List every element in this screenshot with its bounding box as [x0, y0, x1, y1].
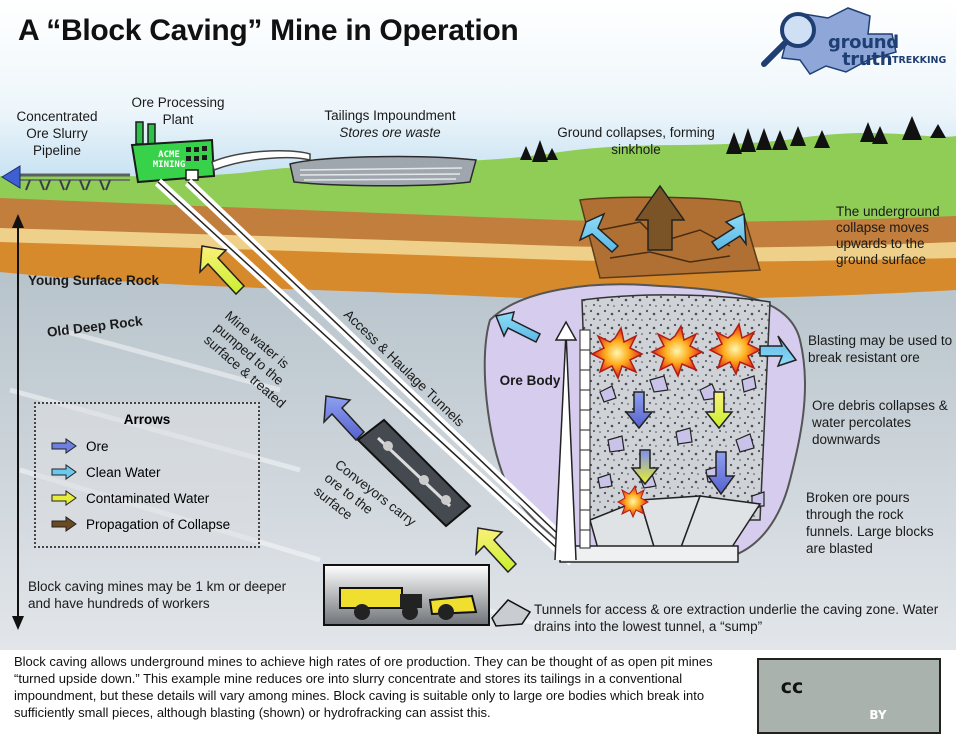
legend-item-collapse: Propagation of Collapse — [50, 514, 230, 534]
clean-water-arrow-icon — [578, 212, 620, 254]
legend-item-ore: Ore — [50, 436, 109, 456]
legend-label: Propagation of Collapse — [86, 516, 231, 532]
ore-arrow-icon — [323, 395, 366, 442]
pipeline — [1, 165, 130, 191]
shafts-and-tunnels — [154, 178, 739, 566]
ore-processing-plant — [130, 121, 216, 184]
depth-scale — [12, 214, 24, 630]
license-badge[interactable]: cc BY — [757, 658, 941, 734]
rock-funnels — [589, 495, 762, 557]
tailings-impoundment — [289, 155, 477, 187]
label-tailings-sub: Stores ore waste — [339, 125, 441, 140]
contaminated-water-arrow-icon — [51, 490, 77, 506]
clean-water-arrow-icon — [494, 311, 542, 344]
blasts — [590, 321, 762, 519]
bottom-caption: Block caving allows underground mines to… — [14, 654, 713, 720]
legend: Arrows Ore Clean Water Contaminated Wate… — [34, 402, 260, 548]
label-ore-body: Ore Body — [499, 373, 561, 388]
contaminated-water-arrow-icon — [475, 527, 518, 574]
legend-label: Clean Water — [86, 464, 161, 480]
contaminated-water-arrow-icon — [704, 391, 734, 430]
ore-arrow-icon — [51, 438, 77, 454]
trees — [520, 116, 946, 162]
logo-small: TREKKING — [892, 55, 947, 66]
page-title: A “Block Caving” Mine in Operation — [18, 14, 519, 47]
tailings-pipe — [211, 149, 311, 172]
label-collapse-moves: The underground collapse moves upwards t… — [836, 204, 940, 267]
label-pipeline: Concentrated Ore Slurry Pipeline — [16, 109, 98, 158]
slurry-arrow-icon — [1, 165, 21, 189]
conveyor-tunnel — [356, 418, 472, 528]
label-young-rock: Young Surface Rock — [28, 273, 160, 288]
collapse-arrow-icon — [634, 184, 686, 251]
logo-line-1: ground — [828, 32, 899, 53]
legend-item-clean-water: Clean Water — [50, 462, 161, 482]
legend-label: Contaminated Water — [86, 490, 210, 506]
clean-water-arrow-icon — [51, 464, 77, 480]
ore-arrow-icon — [624, 391, 654, 430]
clean-water-arrow-icon — [759, 335, 798, 368]
legend-title: Arrows — [123, 412, 171, 427]
diagram-arrows — [199, 184, 798, 574]
ladder-shaft — [579, 329, 591, 549]
ore-arrow-icon — [706, 451, 736, 496]
label-plant: Ore Processing Plant — [131, 95, 225, 127]
acme-sign: ACME MINING — [152, 150, 186, 170]
by-text: BY — [869, 708, 887, 722]
cc-text: cc — [780, 676, 804, 698]
label-blasting: Blasting may be used to break resistant … — [808, 333, 953, 365]
label-tailings: Tailings Impoundment — [324, 108, 456, 123]
contaminated-water-arrow-icon — [199, 245, 246, 296]
haul-truck-panel — [323, 564, 532, 627]
label-debris: Ore debris collapses & water percolates … — [812, 398, 948, 447]
contaminated-water-arrow-icon — [630, 449, 660, 486]
legend-item-contaminated-water: Contaminated Water — [50, 488, 209, 508]
label-depth: Block caving mines may be 1 km or deeper… — [28, 579, 287, 611]
magnifier-icon — [780, 12, 816, 48]
label-tunnels-note: Tunnels for access & ore extraction unde… — [534, 602, 939, 634]
clean-water-arrow-icon — [710, 212, 747, 252]
label-broken-ore: Broken ore pours through the rock funnel… — [806, 490, 934, 556]
label-sinkhole: Ground collapses, forming sinkhole — [557, 125, 715, 157]
legend-label: Ore — [86, 438, 109, 454]
ground-truth-logo — [761, 7, 897, 75]
logo-line-2: truth — [842, 49, 893, 70]
collapse-arrow-icon — [51, 516, 77, 532]
